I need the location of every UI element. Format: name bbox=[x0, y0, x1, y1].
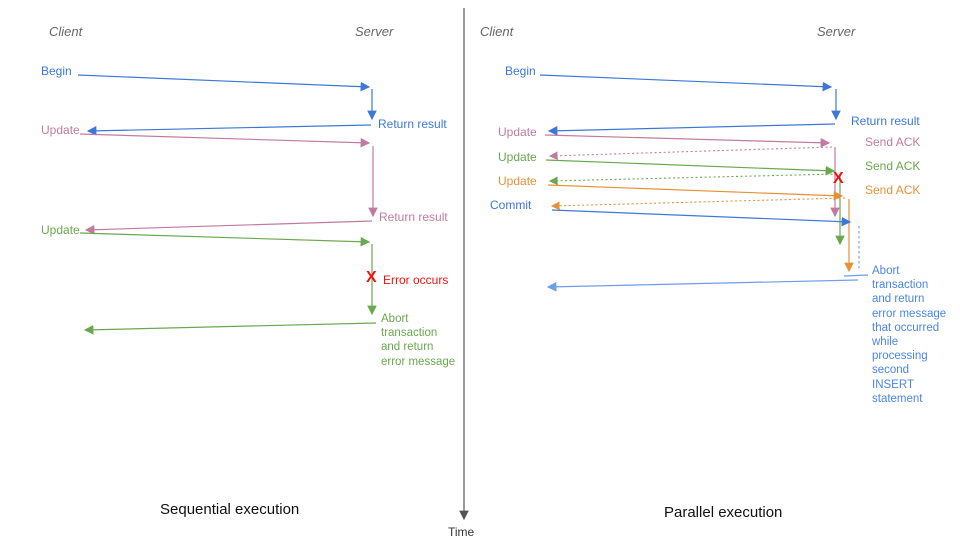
right-abort-return-arrow bbox=[546, 279, 859, 292]
left-update-2-label: Update bbox=[41, 223, 80, 237]
right-commit-request-arrow bbox=[551, 209, 852, 227]
right-begin-request-arrow bbox=[539, 74, 833, 92]
left-update-1-label: Update bbox=[41, 123, 80, 137]
right-error-x-icon: X bbox=[833, 170, 844, 187]
left-panel-title: Sequential execution bbox=[160, 501, 300, 518]
right-send-ack-3-label: Send ACK bbox=[865, 183, 921, 197]
left-return-result-2-arrow bbox=[84, 220, 373, 235]
left-return-result-1-label: Return result bbox=[378, 117, 447, 131]
right-send-ack-1-arrow bbox=[548, 146, 833, 161]
left-abort-message-label: Abort transaction and return error messa… bbox=[381, 313, 456, 368]
right-client-header: Client bbox=[480, 24, 514, 39]
right-update-3-request-arrow bbox=[547, 184, 844, 201]
left-client-header: Client bbox=[49, 24, 83, 39]
right-commit-label: Commit bbox=[490, 198, 532, 212]
left-server-header: Server bbox=[355, 24, 394, 39]
right-abort-message-label: Abort transaction and return error messa… bbox=[872, 265, 947, 405]
right-send-ack-2-label: Send ACK bbox=[865, 159, 921, 173]
right-return-result-label: Return result bbox=[851, 114, 920, 128]
right-begin-label: Begin bbox=[505, 64, 536, 78]
right-server-header: Server bbox=[817, 24, 856, 39]
right-return-result-arrow bbox=[547, 123, 836, 136]
left-update-2-request-arrow bbox=[79, 232, 371, 247]
left-error-occurs-label: Error occurs bbox=[383, 273, 449, 287]
left-panel-lines bbox=[77, 74, 378, 335]
right-update-1-label: Update bbox=[498, 125, 537, 139]
right-update-1-request-arrow bbox=[544, 134, 831, 148]
time-axis-label: Time bbox=[448, 525, 475, 539]
left-return-result-1-arrow bbox=[86, 124, 372, 136]
left-return-result-2-label: Return result bbox=[379, 210, 448, 224]
right-send-ack-2-arrow bbox=[548, 173, 838, 186]
left-update-1-request-arrow bbox=[79, 133, 371, 148]
left-error-x-icon: X bbox=[366, 269, 377, 286]
right-abort-tick-line bbox=[843, 274, 869, 277]
right-update-2-label: Update bbox=[498, 150, 537, 164]
right-update-2-request-arrow bbox=[545, 159, 836, 176]
left-begin-label: Begin bbox=[41, 64, 72, 78]
right-send-ack-3-arrow bbox=[550, 197, 846, 211]
right-panel-title: Parallel execution bbox=[664, 504, 783, 521]
right-update-3-label: Update bbox=[498, 174, 537, 188]
right-panel-lines bbox=[539, 74, 869, 292]
left-abort-return-arrow bbox=[83, 322, 377, 335]
left-begin-request-arrow bbox=[77, 74, 371, 92]
right-send-ack-1-label: Send ACK bbox=[865, 135, 921, 149]
